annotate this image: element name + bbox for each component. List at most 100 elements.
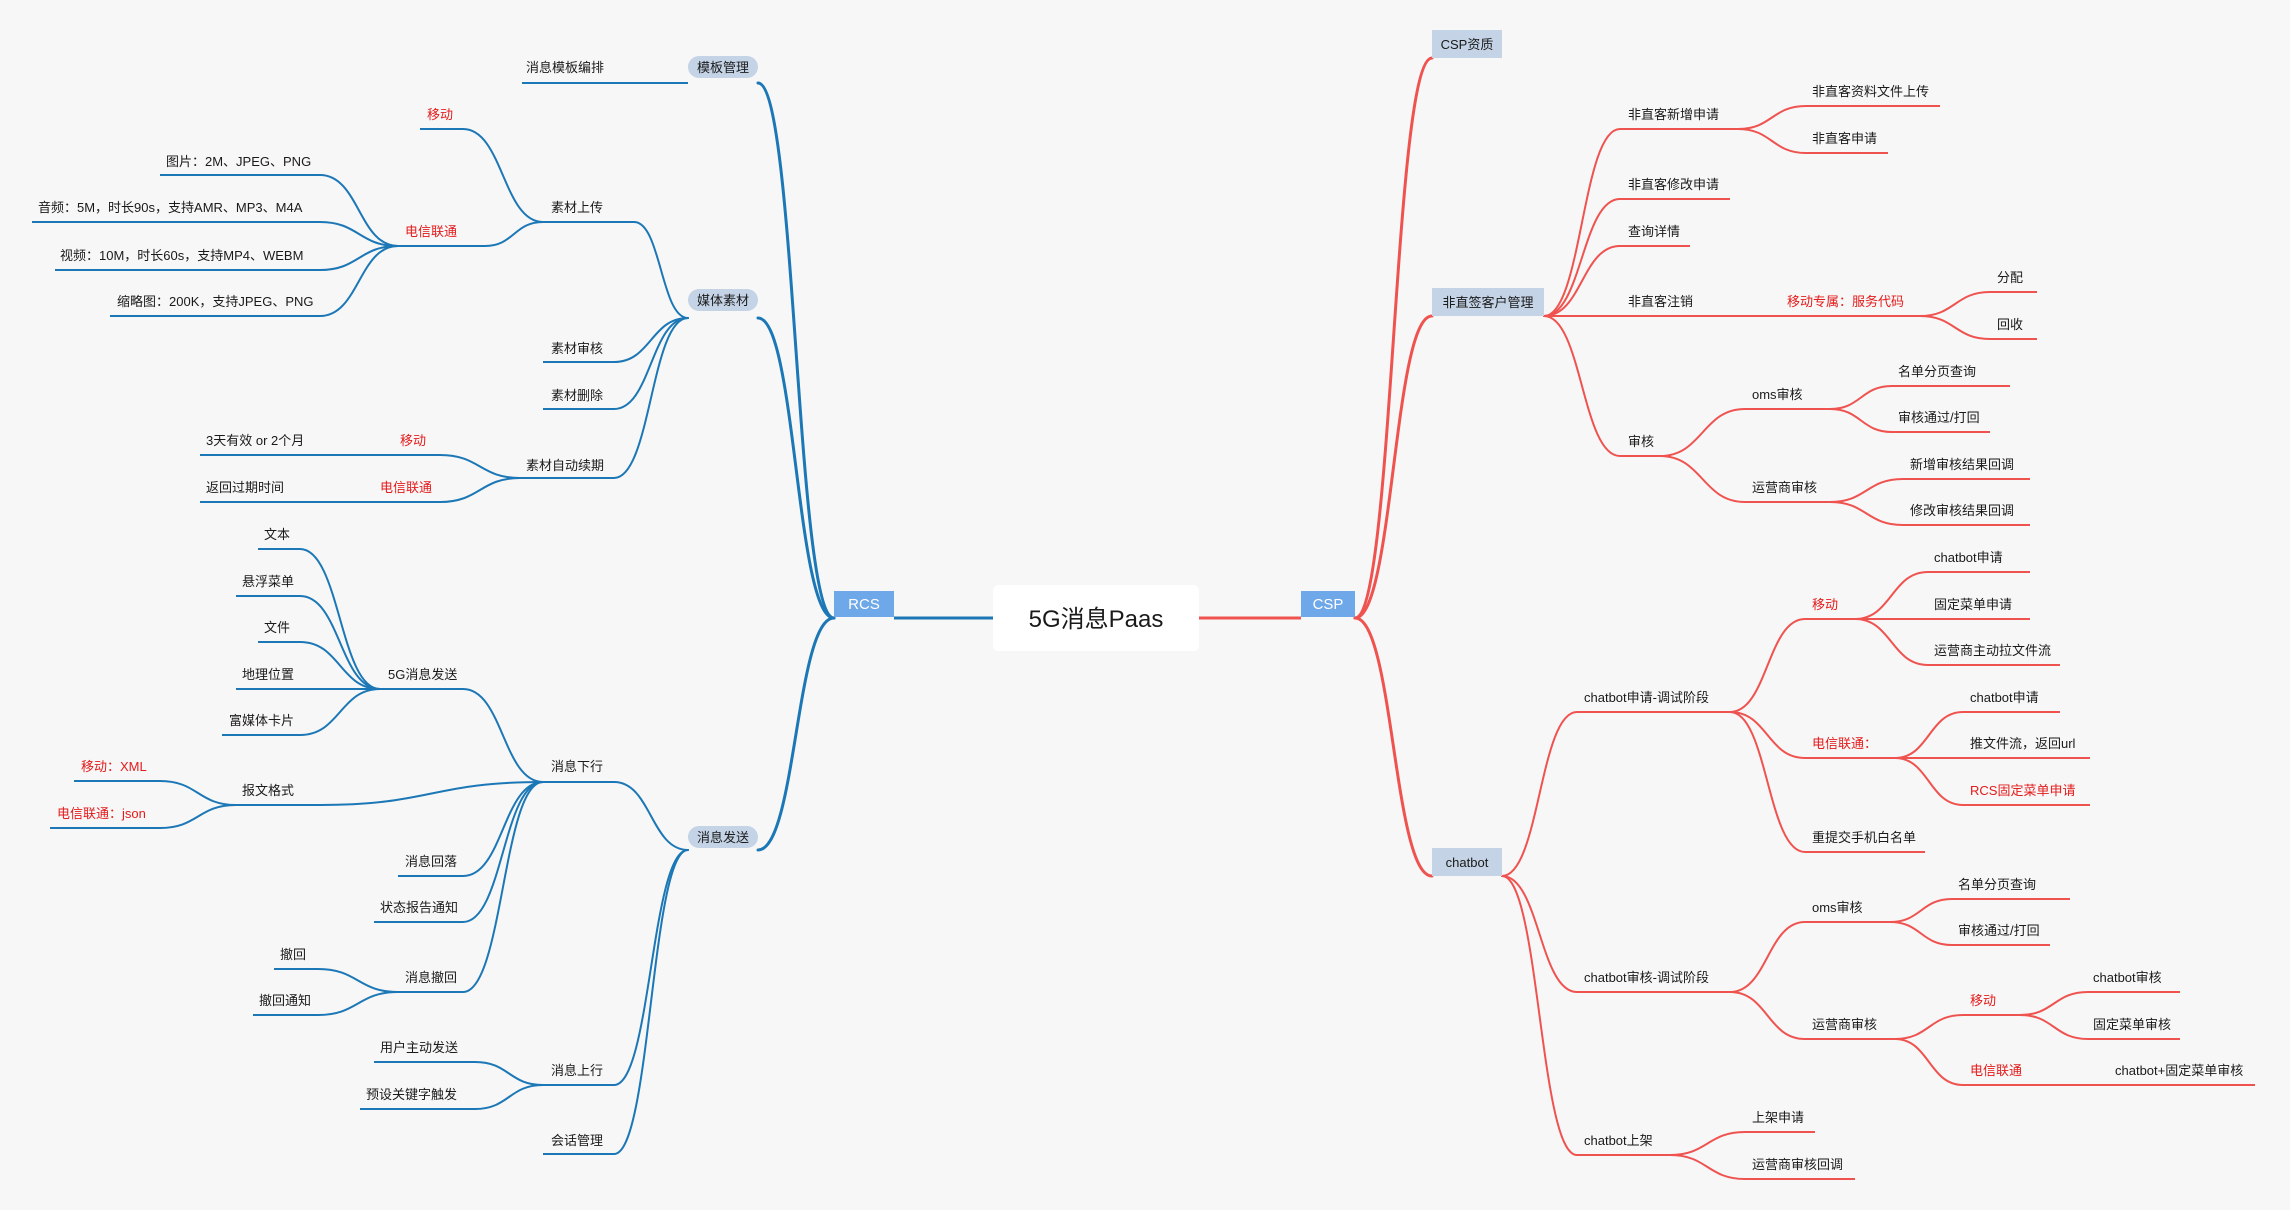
recall-recall[interactable]: 撤回	[280, 947, 306, 962]
template-mgmt-node[interactable]: 模板管理	[697, 60, 749, 75]
g5-file[interactable]: 文件	[264, 620, 290, 635]
g5-location[interactable]: 地理位置	[242, 667, 294, 682]
chatbot-apply-mobile-3[interactable]: 运营商主动拉文件流	[1934, 643, 2051, 658]
upload-audio[interactable]: 音频：5M，时长90s，支持AMR、MP3、M4A	[38, 200, 303, 215]
renew-mobile[interactable]: 移动	[400, 433, 426, 448]
chatbot-apply-whitelist[interactable]: 重提交手机白名单	[1812, 830, 1916, 845]
customer-carrier-mod-cb[interactable]: 修改审核结果回调	[1910, 503, 2014, 518]
customer-carrier-new-cb[interactable]: 新增审核结果回调	[1910, 457, 2014, 472]
customer-mgmt-box[interactable]	[1432, 288, 1544, 316]
customer-oms-pass[interactable]: 审核通过/打回	[1898, 410, 1980, 425]
uplink-user[interactable]: 用户主动发送	[380, 1040, 458, 1055]
branch-lines	[159, 56, 2089, 1180]
customer-add[interactable]: 非直客新增申请	[1628, 107, 1719, 122]
downlink-node[interactable]: 消息下行	[551, 759, 603, 774]
csp-qual-node[interactable]: CSP资质	[1441, 37, 1494, 52]
rcs-node-box[interactable]	[834, 591, 894, 617]
rcs-node[interactable]: RCS	[848, 596, 880, 613]
chatbot-apply-mobile-2[interactable]: 固定菜单申请	[1934, 597, 2012, 612]
uplink-keyword[interactable]: 预设关键字触发	[366, 1087, 457, 1102]
g5-rich-card[interactable]: 富媒体卡片	[229, 713, 294, 728]
customer-add-apply[interactable]: 非直客申请	[1812, 131, 1877, 146]
customer-detail[interactable]: 查询详情	[1628, 224, 1680, 239]
customer-cancel-mobile[interactable]: 移动专属：服务代码	[1787, 294, 1904, 309]
customer-carrier-audit[interactable]: 运营商审核	[1752, 480, 1817, 495]
template-mgmt-pill[interactable]	[688, 56, 758, 78]
chatbot-audit[interactable]: chatbot审核-调试阶段	[1584, 970, 1709, 985]
chatbot-apply-telecom-2[interactable]: 推文件流，返回url	[1970, 736, 2076, 751]
chatbot-oms-pass[interactable]: 审核通过/打回	[1958, 923, 2040, 938]
send-node[interactable]: 消息发送	[697, 830, 749, 845]
branch-curve	[1543, 245, 1621, 317]
branch-curve	[319, 781, 544, 806]
chatbot-carrier-mobile-1[interactable]: chatbot审核	[2093, 970, 2162, 985]
branch-curve	[299, 688, 381, 736]
media-delete[interactable]: 素材删除	[551, 388, 603, 403]
chatbot-apply-telecom[interactable]: 电信联通：	[1812, 736, 1877, 751]
customer-audit[interactable]: 审核	[1628, 434, 1654, 449]
branch-curve	[159, 780, 237, 806]
format-node[interactable]: 报文格式	[242, 783, 294, 798]
chatbot-apply-telecom-3[interactable]: RCS固定菜单申请	[1970, 783, 2075, 798]
chatbot-carrier-telecom-1[interactable]: chatbot+固定菜单审核	[2115, 1063, 2243, 1078]
chatbot-online[interactable]: chatbot上架	[1584, 1133, 1653, 1148]
customer-oms-list[interactable]: 名单分页查询	[1898, 364, 1976, 379]
renew-mobile-detail[interactable]: 3天有效 or 2个月	[206, 433, 304, 448]
chatbot-oms-list[interactable]: 名单分页查询	[1958, 877, 2036, 892]
upload-telecom[interactable]: 电信联通	[405, 224, 457, 239]
customer-add-upload[interactable]: 非直客资料文件上传	[1812, 84, 1929, 99]
chatbot-online-apply[interactable]: 上架申请	[1752, 1110, 1804, 1125]
branch-curve	[319, 245, 399, 317]
chatbot-online-callback[interactable]: 运营商审核回调	[1752, 1157, 1843, 1172]
branch-curve	[319, 174, 399, 247]
chatbot-apply[interactable]: chatbot申请-调试阶段	[1584, 690, 1709, 705]
fallback-node[interactable]: 消息回落	[405, 854, 457, 869]
chatbot-carrier-audit[interactable]: 运营商审核	[1812, 1017, 1877, 1032]
chatbot-carrier-mobile-2[interactable]: 固定菜单审核	[2093, 1017, 2171, 1032]
chatbot-apply-mobile[interactable]: 移动	[1812, 597, 1838, 612]
root-node-box[interactable]	[993, 585, 1199, 651]
upload-image[interactable]: 图片：2M、JPEG、PNG	[166, 154, 311, 169]
chatbot-carrier-mobile[interactable]: 移动	[1970, 993, 1996, 1008]
chatbot-carrier-telecom[interactable]: 电信联通	[1970, 1063, 2022, 1078]
media-review[interactable]: 素材审核	[551, 341, 603, 356]
chatbot-box[interactable]	[1432, 848, 1502, 876]
customer-cancel[interactable]: 非直客注销	[1628, 294, 1693, 309]
customer-modify[interactable]: 非直客修改申请	[1628, 177, 1719, 192]
chatbot-apply-mobile-1[interactable]: chatbot申请	[1934, 550, 2003, 565]
csp-node[interactable]: CSP	[1313, 596, 1344, 613]
recall-notify[interactable]: 撤回通知	[259, 993, 311, 1008]
renew-node[interactable]: 素材自动续期	[526, 458, 604, 473]
csp-node-box[interactable]	[1301, 591, 1355, 617]
chatbot-node[interactable]: chatbot	[1446, 855, 1489, 870]
g5-node[interactable]: 5G消息发送	[388, 667, 457, 682]
upload-video[interactable]: 视频：10M，时长60s，支持MP4、WEBM	[60, 248, 303, 263]
customer-cancel-assign[interactable]: 分配	[1997, 270, 2023, 285]
renew-telecom[interactable]: 电信联通	[380, 480, 432, 495]
format-telecom[interactable]: 电信联通：json	[57, 806, 146, 821]
customer-cancel-reclaim[interactable]: 回收	[1997, 317, 2023, 332]
root-node[interactable]: 5G消息Paas	[1029, 606, 1164, 633]
customer-oms-audit[interactable]: oms审核	[1752, 387, 1803, 402]
media-node[interactable]: 媒体素材	[697, 293, 749, 308]
renew-telecom-detail[interactable]: 返回过期时间	[206, 480, 284, 495]
g5-text[interactable]: 文本	[264, 527, 290, 542]
csp-qual-box[interactable]	[1432, 30, 1502, 58]
uplink-node[interactable]: 消息上行	[551, 1063, 603, 1078]
g5-menu[interactable]: 悬浮菜单	[242, 574, 294, 589]
upload-thumb[interactable]: 缩略图：200K，支持JPEG、PNG	[117, 294, 314, 309]
chatbot-oms-audit[interactable]: oms审核	[1812, 900, 1863, 915]
upload-mobile[interactable]: 移动	[427, 107, 453, 122]
status-node[interactable]: 状态报告通知	[380, 900, 458, 915]
session-node[interactable]: 会话管理	[551, 1133, 603, 1148]
branch-curve	[1669, 1154, 1746, 1180]
branch-curve	[1669, 1131, 1746, 1156]
template-edit[interactable]: 消息模板编排	[526, 60, 604, 75]
format-mobile[interactable]: 移动：XML	[81, 759, 147, 774]
customer-mgmt-node[interactable]: 非直签客户管理	[1442, 295, 1533, 310]
chatbot-apply-telecom-1[interactable]: chatbot申请	[1970, 690, 2039, 705]
send-pill[interactable]	[688, 826, 758, 848]
recall-node[interactable]: 消息撤回	[405, 970, 457, 985]
media-pill[interactable]	[688, 289, 758, 311]
upload-node[interactable]: 素材上传	[551, 200, 603, 215]
